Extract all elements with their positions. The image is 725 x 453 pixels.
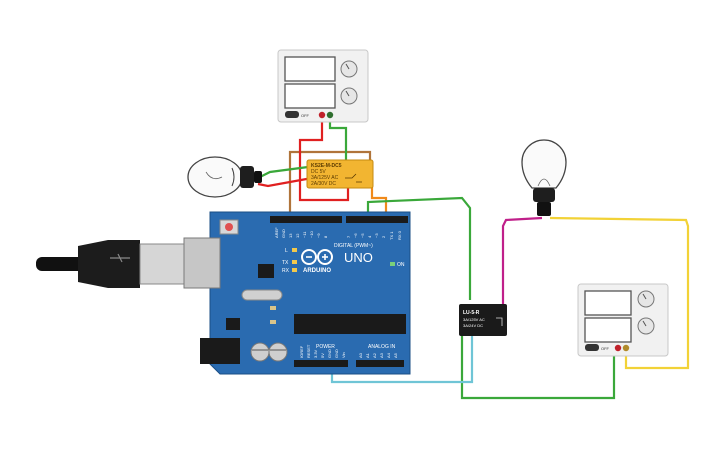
wire-orange[interactable] (370, 186, 388, 218)
arduino-uno-board[interactable]: AREF GND 13 12 ~11 ~10 ~9 8 7 ~6 ~5 4 ~3… (183, 211, 411, 375)
svg-text:5V: 5V (320, 353, 325, 358)
power-header[interactable] (294, 360, 348, 367)
relay-ks2e[interactable]: KS2E-M-DC5 DC 5V 3A/125V AC 2A/30V DC (306, 159, 374, 189)
psu-top-terminal-negative[interactable] (326, 111, 334, 119)
svg-text:13: 13 (288, 233, 293, 238)
svg-text:~9: ~9 (316, 233, 321, 238)
analog-label: ANALOG IN (368, 344, 396, 350)
top-pin-labels: AREF GND 13 12 ~11 ~10 ~9 8 7 ~6 ~5 4 ~3… (274, 227, 402, 240)
lamp-right-socket (533, 188, 555, 202)
svg-text:~3: ~3 (374, 233, 379, 238)
usb-plug (139, 243, 185, 285)
svg-text:2: 2 (381, 235, 386, 238)
wire-yellow[interactable] (549, 216, 690, 370)
lamp-left-socket (240, 166, 254, 188)
wire-brown[interactable] (288, 150, 372, 218)
svg-text:Vin: Vin (341, 352, 346, 358)
relay-bottom-line-1: LU-5-R (463, 310, 480, 316)
svg-text:AREF: AREF (274, 227, 279, 238)
psu-bottom-off-label: OFF (601, 346, 610, 351)
svg-text:RESET: RESET (306, 344, 311, 358)
wire-red-lamp[interactable] (257, 176, 313, 188)
on-label: ON (397, 262, 405, 268)
power-label: POWER (316, 344, 335, 350)
svg-text:~5: ~5 (360, 233, 365, 238)
psu-bottom-power-switch[interactable] (585, 344, 599, 351)
svg-text:A1: A1 (365, 352, 370, 358)
svg-text:7: 7 (346, 235, 351, 238)
psu-bottom-terminal-negative[interactable] (622, 344, 630, 352)
svg-text:GND: GND (281, 229, 286, 238)
led-tx-label: TX (282, 260, 289, 266)
relay-top-line-3: 3A/125V AC (311, 175, 339, 181)
relay-bottom-line-3: 3A/24V DC (463, 323, 483, 328)
light-bulb-left[interactable] (187, 156, 262, 198)
power-supply-top[interactable]: OFF (277, 49, 369, 123)
capacitor-1 (250, 342, 270, 362)
psu-bottom-display-2 (584, 317, 632, 343)
psu-bottom-terminal-positive[interactable] (614, 344, 622, 352)
svg-text:GND: GND (334, 349, 339, 358)
arduino-model: UNO (344, 250, 373, 265)
arduino-power-jack (200, 338, 240, 364)
analog-header[interactable] (356, 360, 404, 367)
svg-text:TX 1: TX 1 (389, 231, 394, 240)
capacitor-2 (268, 342, 288, 362)
svg-text:~6: ~6 (353, 233, 358, 238)
digital-label: DIGITAL (PWM~) (334, 243, 373, 249)
svg-text:A0: A0 (358, 352, 363, 358)
crystal (241, 289, 283, 301)
psu-top-power-switch[interactable] (285, 111, 299, 118)
digital-header-left[interactable] (270, 216, 342, 223)
relay-top-line-4: 2A/30V DC (311, 181, 336, 187)
power-supply-bottom[interactable]: OFF (577, 283, 669, 357)
psu-top-display-1 (284, 56, 336, 82)
wire-magenta[interactable] (501, 216, 543, 310)
svg-text:RX 0: RX 0 (397, 230, 402, 240)
wire-green-pin[interactable] (366, 196, 472, 300)
svg-text:~11: ~11 (302, 231, 307, 238)
wire-red[interactable] (298, 118, 350, 202)
svg-text:A5: A5 (393, 352, 398, 358)
wire-green-lamp[interactable] (257, 118, 348, 179)
wire-green-psu[interactable] (460, 336, 616, 400)
svg-text:IOREF: IOREF (299, 345, 304, 358)
atmega-chip (294, 314, 406, 334)
voltage-regulator (226, 318, 240, 330)
svg-text:4: 4 (367, 235, 372, 238)
psu-top-display-2 (284, 83, 336, 109)
usb-chip (258, 264, 274, 278)
svg-text:A2: A2 (372, 352, 377, 358)
relay-lu5r[interactable]: LU-5-R 3A/125V AC 3A/24V DC (459, 304, 507, 336)
arduino-logo-icon (301, 249, 333, 265)
svg-text:3.3V: 3.3V (313, 349, 318, 358)
arduino-brand: ARDUINO (303, 268, 331, 274)
svg-text:A3: A3 (379, 352, 384, 358)
svg-text:A4: A4 (386, 352, 391, 358)
psu-bottom-display-1 (584, 290, 632, 316)
relay-top-line-2: DC 5V (311, 169, 326, 175)
relay-top-line-1: KS2E-M-DC5 (311, 163, 342, 169)
bottom-pin-labels: IOREF RESET 3.3V 5V GND GND Vin A0 A1 A2… (299, 344, 398, 358)
led-l-label: L (285, 248, 288, 254)
wires (257, 118, 690, 400)
light-bulb-right[interactable] (521, 139, 567, 216)
svg-text:~10: ~10 (309, 230, 314, 238)
arduino-usb-port (183, 237, 221, 289)
wire-cyan[interactable] (330, 336, 474, 384)
led-rx-label: RX (282, 268, 290, 274)
digital-header-right[interactable] (346, 216, 408, 223)
relay-bottom-line-2: 3A/125V AC (463, 317, 485, 322)
svg-text:8: 8 (323, 235, 328, 238)
svg-text:12: 12 (295, 233, 300, 238)
svg-text:GND: GND (327, 349, 332, 358)
psu-top-terminal-positive[interactable] (318, 111, 326, 119)
psu-top-off-label: OFF (301, 113, 310, 118)
